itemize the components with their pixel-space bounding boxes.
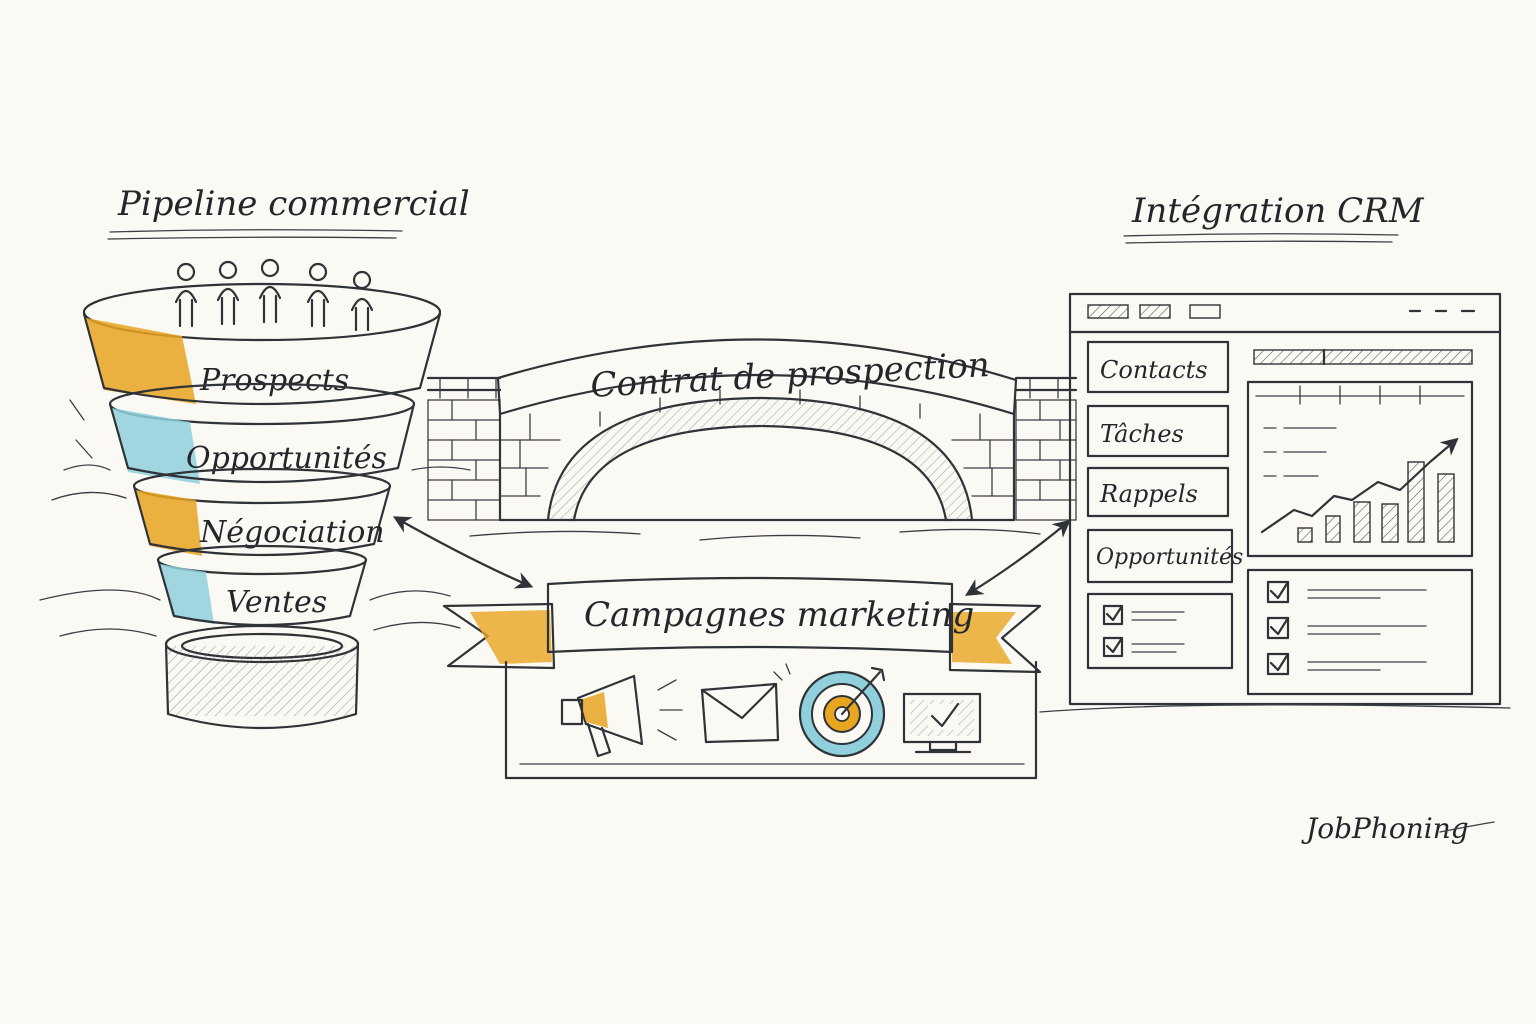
crm-menu-item-taches[interactable]: Tâches bbox=[1086, 404, 1230, 458]
ribbon-tail-right bbox=[948, 602, 1042, 674]
checkbox-icon bbox=[1266, 652, 1290, 676]
bridge-label: Contrat de prospection bbox=[590, 345, 991, 406]
checkbox-icon bbox=[1102, 636, 1124, 658]
crm-ground-line bbox=[1039, 704, 1511, 713]
stage-accent-orange bbox=[136, 490, 202, 556]
crm-menu-label: Rappels bbox=[1099, 480, 1198, 508]
pipeline-title-underline bbox=[109, 229, 403, 233]
funnel-base bbox=[164, 624, 360, 730]
stage-accent-orange bbox=[86, 318, 196, 404]
stage-accent-blue bbox=[160, 564, 214, 624]
window-tab-icon bbox=[1087, 304, 1129, 319]
bridge-arch-hatch bbox=[548, 398, 972, 520]
bridge-bricks bbox=[499, 389, 1015, 497]
envelope-icon bbox=[700, 682, 780, 744]
campaigns-section: Campagnes marketing bbox=[392, 516, 1071, 780]
arrow-campaigns-crm bbox=[965, 519, 1071, 596]
crm-header-bar bbox=[1253, 349, 1473, 365]
pipeline-section: Pipeline commercial Prospects Opportunit… bbox=[39, 184, 471, 730]
arrow-pipeline-campaigns bbox=[392, 516, 534, 589]
campaigns-icon-box bbox=[504, 660, 1038, 780]
funnel-stage-ventes: Ventes bbox=[156, 544, 368, 627]
stage-outline bbox=[132, 484, 392, 557]
stage-accent-blue bbox=[112, 408, 200, 484]
crm-title: Intégration CRM bbox=[1131, 191, 1425, 231]
ribbon-tail-left bbox=[442, 602, 556, 670]
crm-section: Intégration CRM Contacts Tâches Rappels bbox=[1039, 191, 1511, 713]
trend-arrow-icon bbox=[1260, 437, 1459, 534]
bridge-left-abutment bbox=[427, 399, 501, 521]
crm-menu-item-contacts[interactable]: Contacts bbox=[1086, 340, 1230, 394]
target-icon bbox=[773, 663, 886, 758]
checkbox-icon bbox=[1102, 604, 1124, 626]
brand-swash bbox=[1439, 821, 1495, 833]
checkbox-icon bbox=[1266, 616, 1290, 640]
people-icon-group bbox=[174, 258, 374, 332]
funnel-stage-prospects: Prospects bbox=[82, 312, 442, 406]
crm-title-underline bbox=[1123, 233, 1399, 237]
crm-left-checklist bbox=[1086, 592, 1234, 670]
crm-window bbox=[1068, 292, 1502, 706]
ribbon-accent-left bbox=[470, 610, 552, 664]
crm-menu-label: Opportunités bbox=[1096, 545, 1243, 570]
person-icon bbox=[216, 260, 240, 326]
brand-signature: JobPhoning bbox=[1301, 812, 1495, 845]
crm-menu-item-rappels[interactable]: Rappels bbox=[1086, 466, 1230, 518]
funnel-rim bbox=[82, 282, 442, 342]
crm-title-underline-2 bbox=[1125, 240, 1393, 244]
campaigns-label: Campagnes marketing bbox=[584, 595, 974, 635]
person-icon bbox=[306, 262, 330, 328]
bridge-section: Contrat de prospection bbox=[426, 338, 1078, 541]
window-tab-icon bbox=[1139, 304, 1171, 319]
chart-bars bbox=[1297, 461, 1455, 543]
bridge-right-abutment bbox=[1015, 399, 1077, 521]
pipeline-title: Pipeline commercial bbox=[117, 184, 470, 224]
crm-menu-label: Contacts bbox=[1100, 356, 1208, 384]
checkbox-icon bbox=[1266, 580, 1290, 604]
person-icon bbox=[258, 258, 282, 324]
crm-menu-item-opportunites[interactable]: Opportunités bbox=[1086, 528, 1243, 584]
pipeline-title-underline-2 bbox=[107, 236, 397, 240]
window-tab-icon bbox=[1189, 304, 1221, 319]
stage-label-prospects: Prospects bbox=[199, 363, 349, 398]
crm-chart-panel bbox=[1246, 380, 1474, 558]
funnel-stage-negociation: Négociation bbox=[132, 467, 392, 557]
megaphone-icon bbox=[560, 674, 683, 758]
campaigns-banner bbox=[546, 576, 954, 654]
bridge-body bbox=[498, 412, 1016, 522]
person-icon bbox=[174, 262, 198, 328]
bridge-railings bbox=[426, 376, 1078, 392]
ribbon-accent-right bbox=[952, 612, 1016, 664]
crm-menu-label: Tâches bbox=[1100, 420, 1184, 448]
person-icon bbox=[350, 270, 374, 332]
crm-right-checklist bbox=[1246, 568, 1474, 696]
brand-logo: JobPhoning bbox=[1301, 812, 1469, 845]
bridge-posts bbox=[439, 377, 1059, 399]
crm-menu: Contacts Tâches Rappels Opportunités bbox=[1086, 340, 1243, 584]
stage-outline bbox=[108, 402, 416, 484]
monitor-check-icon bbox=[902, 692, 982, 754]
stage-label-ventes: Ventes bbox=[226, 585, 327, 620]
motion-strokes bbox=[39, 399, 471, 637]
water-strokes bbox=[469, 528, 1041, 541]
stage-label-negociation: Négociation bbox=[199, 515, 385, 550]
